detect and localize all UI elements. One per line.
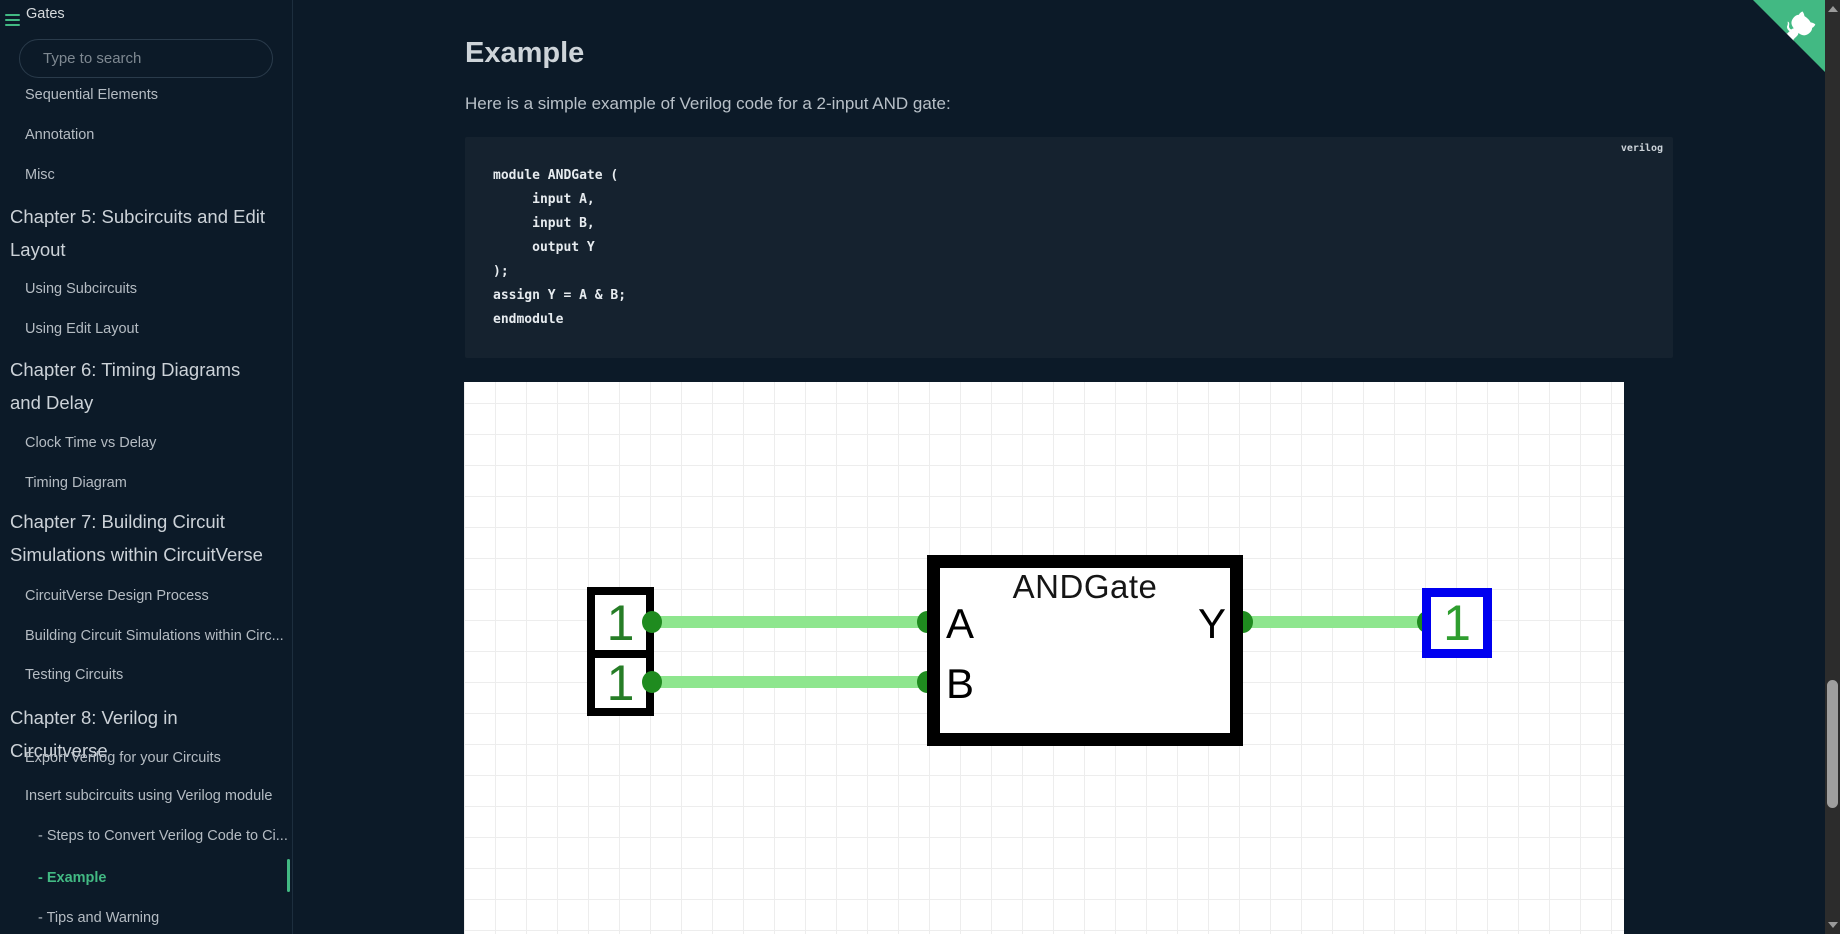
sidebar-item-testing-circuits[interactable]: Testing Circuits [25, 667, 124, 683]
sidebar-item-annotation[interactable]: Annotation [25, 127, 95, 143]
output-value[interactable]: 1 [1443, 595, 1471, 651]
sidebar-item-export-verilog[interactable]: Export Verilog for your Circuits [25, 750, 221, 766]
wire-a[interactable] [654, 616, 927, 628]
input-a-value[interactable]: 1 [606, 594, 635, 651]
code-line: ); [493, 264, 509, 279]
intro-paragraph: Here is a simple example of Verilog code… [465, 94, 951, 113]
sidebar-item-clock-time-vs-delay[interactable]: Clock Time vs Delay [25, 435, 157, 451]
input-element[interactable]: 1 1 [587, 587, 654, 716]
sidebar-title[interactable]: Gates [26, 6, 65, 22]
github-octocat-icon [1753, 0, 1825, 72]
andgate-subcircuit[interactable]: ANDGate A B Y [927, 555, 1243, 746]
sidebar-item-sequential-elements[interactable]: Sequential Elements [25, 87, 158, 103]
sidebar-item-circuitverse-design-process[interactable]: CircuitVerse Design Process [25, 588, 209, 604]
port-label-b: B [945, 660, 975, 707]
sidebar: Gates Sequential Elements Annotation Mis… [0, 0, 293, 934]
sidebar-item-using-subcircuits[interactable]: Using Subcircuits [25, 281, 138, 297]
code-line: input B, [493, 216, 595, 231]
sidebar-item-timing-diagram[interactable]: Timing Diagram [25, 475, 127, 491]
sidebar-subitem-example[interactable]: - Example [38, 870, 107, 886]
sidebar-active-indicator [287, 859, 290, 892]
input-bit-b[interactable]: 1 [595, 658, 646, 708]
gate-title: ANDGate [1012, 568, 1158, 605]
window-scrollbar[interactable] [1825, 0, 1840, 934]
code-language-badge: verilog [1620, 143, 1663, 154]
code-block: verilog module ANDGate ( input A, input … [465, 137, 1673, 358]
code-line: assign Y = A & B; [493, 288, 627, 303]
page-title: Example [465, 37, 585, 69]
sidebar-item-misc[interactable]: Misc [25, 167, 55, 183]
port-label-a: A [945, 600, 975, 647]
scroll-up-arrow-icon[interactable] [1828, 6, 1838, 12]
circuit-canvas[interactable]: 1 1 ANDGate A B Y 1 [464, 382, 1624, 934]
sidebar-subitem-tips-and-warning[interactable]: - Tips and Warning [38, 910, 160, 926]
node-input-b[interactable] [642, 671, 662, 693]
sidebar-item-building-circuit-simulations[interactable]: Building Circuit Simulations within Circ… [25, 628, 284, 644]
sidebar-chapter-8[interactable]: Chapter 8: Verilog in Circuitverse [10, 707, 178, 761]
output-element[interactable]: 1 [1422, 588, 1492, 658]
sidebar-subitem-steps-to-convert[interactable]: - Steps to Convert Verilog Code to Ci... [38, 828, 288, 844]
code-line: endmodule [493, 312, 564, 327]
code-line: output Y [493, 240, 595, 255]
sidebar-chapter-5[interactable]: Chapter 5: Subcircuits and Edit Layout [10, 206, 266, 260]
github-corner-link[interactable] [1753, 0, 1825, 72]
sidebar-item-using-edit-layout[interactable]: Using Edit Layout [25, 321, 139, 337]
wire-y[interactable] [1243, 616, 1427, 628]
sidebar-chapter-7[interactable]: Chapter 7: Building Circuit Simulations … [10, 511, 263, 565]
code-lines: module ANDGate ( input A, input B, outpu… [493, 164, 626, 332]
port-label-y: Y [1197, 600, 1227, 647]
input-bit-a[interactable]: 1 [595, 595, 646, 650]
input-b-value[interactable]: 1 [606, 655, 635, 711]
code-line: module ANDGate ( [493, 168, 619, 183]
node-input-a[interactable] [642, 611, 662, 633]
code-line: input A, [493, 192, 595, 207]
menu-icon[interactable] [5, 14, 21, 26]
scrollbar-thumb[interactable] [1827, 680, 1838, 808]
main-content: Example Here is a simple example of Veri… [294, 0, 1825, 934]
scroll-down-arrow-icon[interactable] [1828, 922, 1838, 928]
search-input[interactable] [19, 39, 273, 78]
wire-b[interactable] [654, 676, 927, 688]
sidebar-chapter-6[interactable]: Chapter 6: Timing Diagrams and Delay [10, 359, 241, 413]
sidebar-item-insert-subcircuits[interactable]: Insert subcircuits using Verilog module [25, 788, 273, 804]
